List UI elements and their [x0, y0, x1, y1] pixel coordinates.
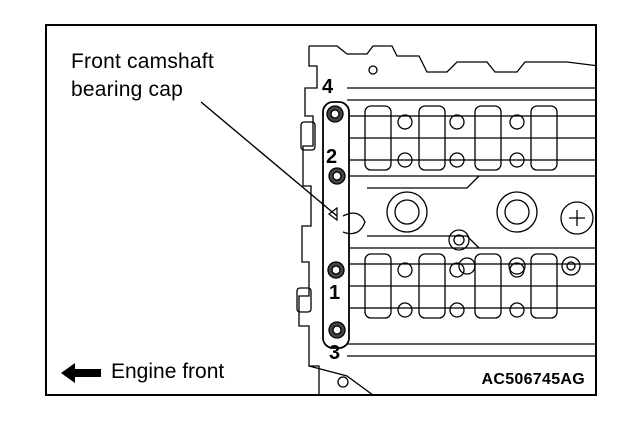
cylinder-head-illustration	[61, 45, 595, 394]
diagram-frame: Front camshaft bearing cap 4 2 1 3 Engin…	[45, 24, 597, 396]
callout-leader-line	[200, 101, 338, 217]
front-bearing-cap	[322, 101, 366, 349]
bolt-number-2: 2	[326, 146, 338, 168]
figure-code: AC506745AG	[481, 371, 585, 388]
engine-front-label: Engine front	[111, 360, 225, 383]
bolt-number-3: 3	[329, 342, 341, 364]
bolt-number-4: 4	[322, 76, 334, 98]
callout-label: Front camshaft bearing cap	[71, 48, 214, 104]
engine-front-indicator: Engine front	[61, 360, 224, 384]
callout-line-2: bearing cap	[71, 78, 183, 101]
arrow-left-icon	[61, 363, 101, 383]
callout-line-1: Front camshaft	[71, 50, 214, 73]
bolt-number-1: 1	[329, 282, 341, 304]
